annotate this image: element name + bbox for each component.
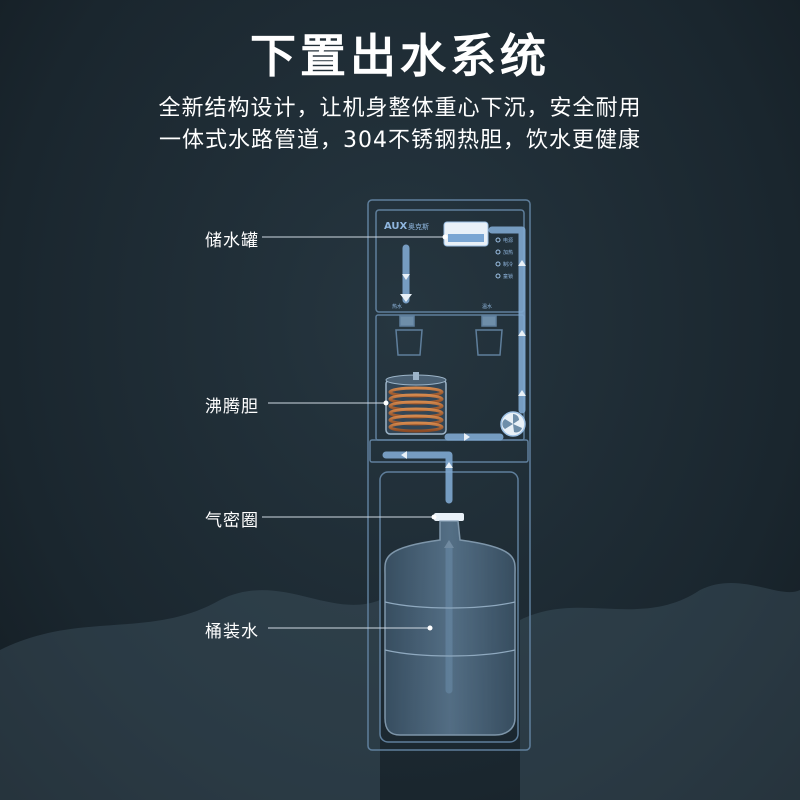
callout-lines	[262, 236, 445, 629]
callout-bottled-water: 桶装水	[205, 622, 259, 642]
panel-button-power: 电源	[503, 237, 513, 244]
panel-button-heat: 加热	[503, 249, 513, 256]
panel-button-cool: 制冷	[503, 261, 513, 268]
panel-button-lock: 童锁	[503, 273, 513, 280]
callout-air-seal: 气密圈	[205, 511, 259, 531]
boiling-tank	[385, 372, 447, 435]
brand-cn: 奥克斯	[408, 222, 429, 231]
subtitle-line-2: 一体式水路管道，304不锈钢热胆，饮水更健康	[159, 128, 641, 153]
fan-icon	[500, 411, 526, 437]
tap-label-hot: 热水	[392, 303, 402, 310]
page-title: 下置出水系统	[250, 29, 550, 83]
water-bottle	[384, 513, 516, 736]
control-panel: AUX 奥克斯 电源 加热 制冷 童锁 热水 温水	[384, 221, 513, 310]
subtitle-line-1: 全新结构设计，让机身整体重心下沉，安全耐用	[158, 96, 642, 121]
callout-boiling-tank: 沸腾胆	[205, 397, 259, 417]
callout-storage-tank: 储水罐	[205, 231, 259, 251]
callout-dots	[383, 234, 448, 631]
taps	[395, 315, 503, 356]
brand-logo: AUX	[384, 221, 408, 232]
water-splash	[0, 582, 800, 800]
tap-label-warm: 温水	[482, 303, 492, 310]
